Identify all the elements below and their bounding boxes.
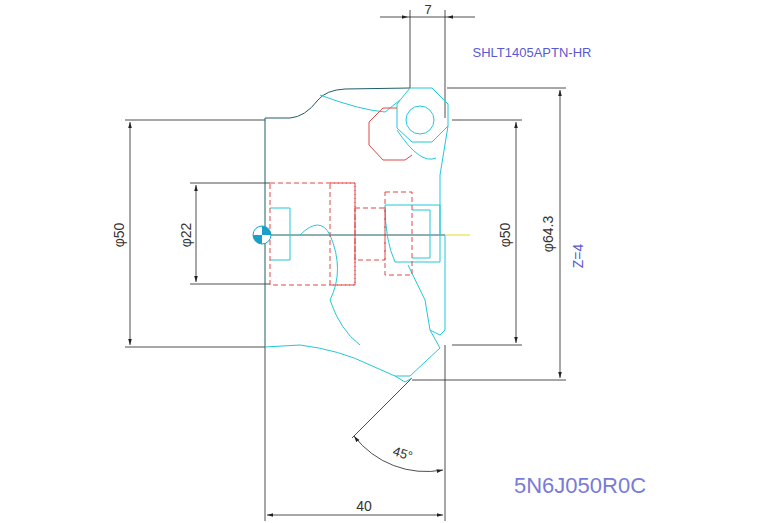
dimension-value: φ22 [179, 222, 193, 249]
insert-code: SHLT1405APTN-HR [472, 46, 593, 59]
dimension-value: φ64.3 [541, 215, 555, 253]
hidden-features [270, 108, 412, 285]
angle-value: 45° [391, 443, 416, 462]
dimension-value: 7 [423, 3, 432, 16]
part-number: 5N6J050R0C [513, 475, 647, 497]
tool-profile [265, 88, 448, 382]
dimension-value: φ50 [112, 222, 126, 249]
tooth-count: Z=4 [571, 243, 585, 270]
dimension-lines [125, 10, 566, 521]
dimension-value: 40 [355, 499, 373, 513]
tool-body [265, 88, 445, 347]
center-mark [253, 226, 271, 244]
dimension-value: φ50 [498, 222, 512, 249]
center-line [445, 235, 470, 236]
